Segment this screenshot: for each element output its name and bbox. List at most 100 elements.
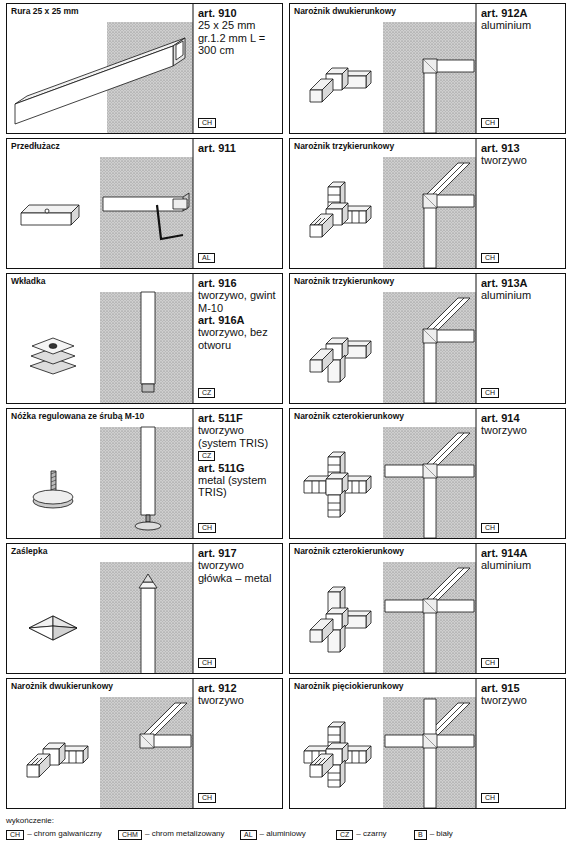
article-number: art. 912A — [481, 7, 527, 19]
tube — [141, 427, 155, 515]
article-column: art. 916tworzywo, gwint M-10art. 916Atwo… — [193, 274, 282, 403]
finish-code: CZ — [202, 389, 211, 397]
column-divider — [193, 679, 194, 809]
column-divider — [476, 274, 477, 404]
cap-face — [29, 626, 53, 640]
finish-code: CH — [485, 794, 495, 802]
rib — [76, 751, 77, 763]
column-divider — [476, 4, 477, 134]
finish-code: CH — [485, 389, 495, 397]
catalog-panel: Narożnik pięciokierunkowyart. 915tworzyw… — [289, 678, 566, 809]
side-face — [39, 754, 50, 777]
article-column: art. 915tworzywoCH — [476, 679, 565, 808]
catalog-panel: Narożnik czterokierunkowyart. 914tworzyw… — [289, 408, 566, 539]
article-description: tworzywo, bez otworu — [198, 326, 279, 351]
corner-joint — [423, 194, 437, 208]
part-name: Nóżka regulowana ze śrubą M-10 — [7, 409, 183, 425]
insert-layer — [32, 338, 74, 354]
article-description: tworzywo — [481, 694, 527, 706]
finish-code: CH — [485, 659, 495, 667]
tube-edge — [431, 433, 464, 466]
side-face — [366, 746, 371, 763]
shaded-background — [100, 427, 193, 539]
foot-disk — [135, 522, 161, 530]
front-face — [310, 630, 322, 642]
rib — [69, 751, 70, 763]
rib — [359, 751, 360, 763]
rib — [318, 218, 325, 225]
rib — [328, 503, 340, 504]
article-number: art. 511G — [198, 462, 244, 474]
article-column: art. 917tworzywo główka – metalCH — [193, 544, 282, 673]
legend-item: CZ– czarny — [336, 830, 387, 840]
joint-edge — [423, 464, 437, 478]
side-face — [340, 760, 345, 787]
finish-badge: CH — [481, 118, 499, 128]
tube — [425, 433, 470, 466]
part-name: Narożnik dwukierunkowy — [290, 4, 466, 20]
finish-code: CH — [202, 794, 212, 802]
shaded-background — [383, 697, 476, 809]
part-drawing — [30, 338, 76, 374]
application-drawing — [423, 163, 474, 268]
finish-code: CH — [202, 659, 212, 667]
side-face — [366, 476, 371, 493]
part-drawing — [310, 68, 371, 102]
front-face — [326, 479, 342, 495]
legend-item: CH– chrom galwaniczny — [6, 830, 102, 840]
rib — [352, 481, 353, 493]
catalog-panel: Narożnik czterokierunkowyart. 914Aalumin… — [289, 543, 566, 674]
application-drawing — [135, 427, 161, 530]
tube — [424, 741, 436, 808]
corner-joint — [423, 599, 437, 613]
cap-base — [29, 616, 77, 640]
shaded-background — [383, 22, 476, 134]
finish-badge: CH — [481, 793, 499, 803]
article-description: aluminium — [481, 19, 531, 31]
side-face — [340, 490, 345, 517]
front-face — [27, 765, 39, 777]
article-description: tworzywo (system TRIS) — [198, 424, 279, 449]
shaded-background — [100, 157, 193, 269]
application-drawing — [140, 703, 191, 748]
tube — [425, 163, 470, 196]
finish-code: CZ — [336, 830, 353, 840]
tube-end — [173, 38, 185, 66]
tube-front — [15, 46, 173, 124]
legend-item: AL– aluminiowy — [240, 830, 306, 840]
application-drawing — [103, 193, 189, 239]
column-divider — [193, 139, 194, 269]
shaded-background — [383, 157, 476, 269]
corner-joint — [140, 734, 154, 748]
application-drawing — [139, 574, 157, 674]
tube — [142, 703, 187, 736]
article-number: art. 915 — [481, 682, 520, 694]
column-divider — [476, 409, 477, 539]
article-column: art. 91025 x 25 mm gr.1.2 mm L = 300 cmC… — [193, 4, 282, 133]
article-column: art. 912AaluminiumCH — [476, 4, 565, 133]
joint-edge — [423, 329, 437, 343]
screw — [146, 515, 150, 522]
application-drawing — [385, 568, 474, 673]
article-description: 25 x 25 mm gr.1.2 mm L = 300 cm — [198, 19, 279, 56]
catalog-panel: Przedłużaczart. 911AL — [6, 138, 283, 269]
article-number: art. 911 — [198, 142, 236, 154]
finish-code: CH — [485, 524, 495, 532]
side-face — [322, 79, 333, 102]
front-face — [21, 213, 71, 225]
catalog-panel: Narożnik trzykierunkowyart. 913Aaluminiu… — [289, 273, 566, 404]
legend-heading: wykończenie: — [6, 817, 54, 826]
side-face — [366, 206, 371, 223]
finish-code: CZ — [202, 452, 211, 460]
front-face — [304, 481, 326, 493]
finish-code: CHM — [118, 830, 142, 840]
column-divider — [476, 679, 477, 809]
part-name: Wkładka — [7, 274, 183, 290]
side-face — [322, 214, 333, 237]
article-number: art. 913A — [481, 277, 527, 289]
tube — [425, 298, 470, 331]
cap-top — [143, 574, 153, 582]
rib — [328, 195, 340, 196]
side-face — [342, 203, 348, 225]
